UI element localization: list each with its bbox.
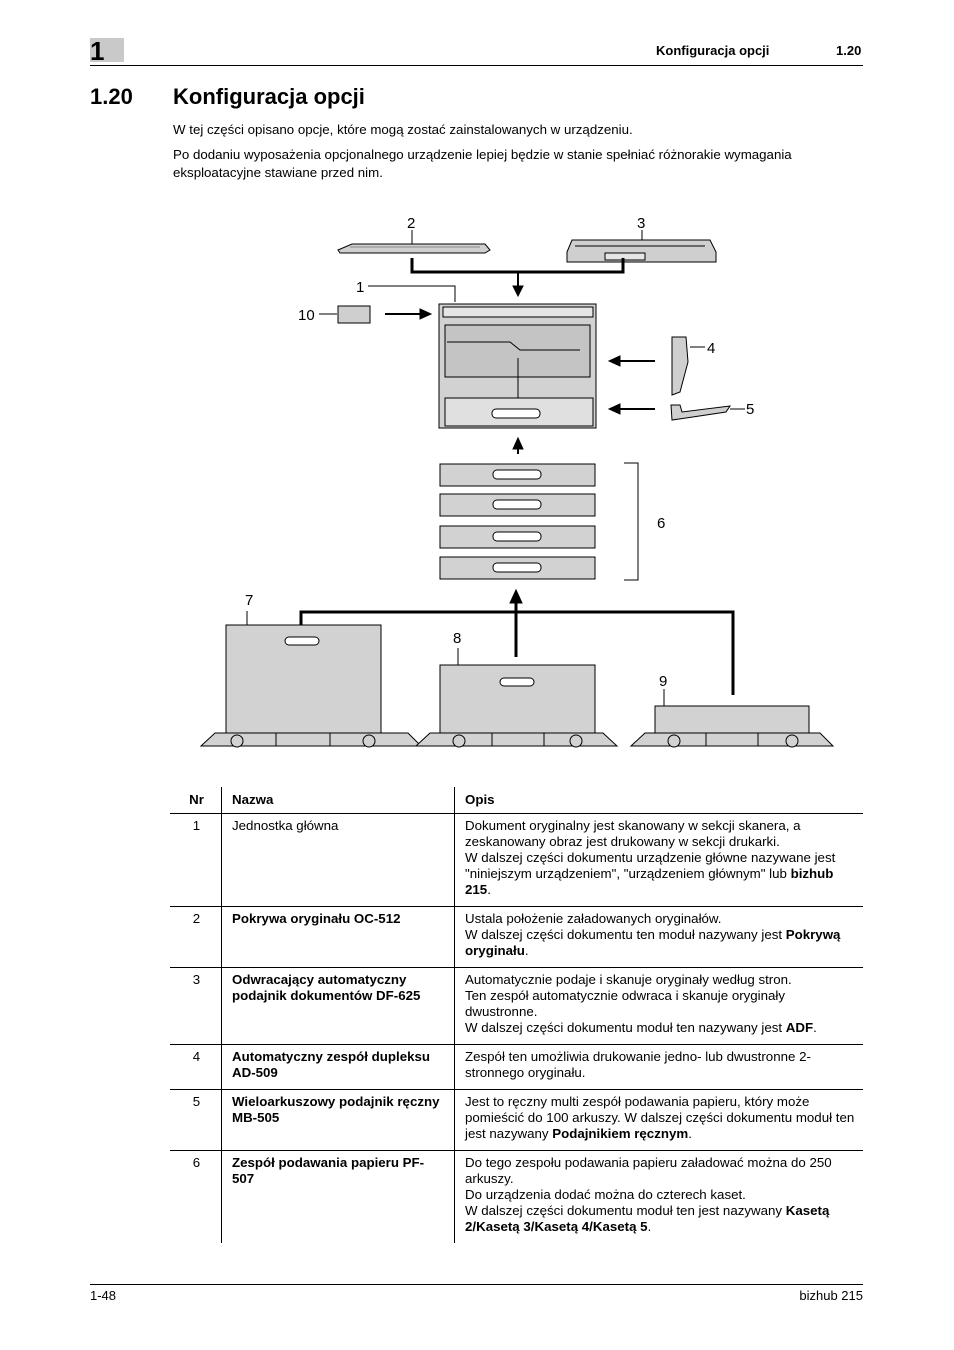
row-number: 2 [170,906,222,968]
description-suffix: . [688,1126,692,1141]
row-name: Zespół podawania papieru PF-507 [221,1150,455,1243]
description-emphasis: ADF [785,1020,814,1035]
description-line: Do urządzenia dodać można do czterech ka… [465,1187,855,1203]
callout-7: 7 [245,592,253,609]
table-header-row: Nr Nazwa Opis [170,787,863,814]
row-name: Pokrywa oryginału OC-512 [221,906,455,968]
description-suffix: . [647,1219,652,1234]
description-line: W dalszej części dokumentu moduł ten jes… [465,1203,855,1235]
description-text: Automatycznie podaje i skanuje oryginały… [465,972,792,987]
callout-5: 5 [746,401,754,418]
adf-illustration [566,239,717,263]
callout-9: 9 [659,673,667,690]
description-text: W dalszej części dokumentu moduł ten jes… [465,1203,786,1218]
large-cabinet-illustration [199,624,423,748]
intro-paragraph-2: Po dodaniu wyposażenia opcjonalnego urzą… [173,147,792,180]
column-header-nr: Nr [170,787,222,814]
row-number: 5 [170,1089,222,1151]
description-line: Do tego zespołu podawania papieru załado… [465,1155,855,1187]
description-line: Ten zespół automatycznie odwraca i skanu… [465,988,855,1020]
column-header-name: Nazwa [221,787,455,814]
header-title: Konfiguracja opcji [656,43,770,58]
row-description: Zespół ten umożliwia drukowanie jedno- l… [454,1044,863,1090]
row-description: Do tego zespołu podawania papieru załado… [454,1150,863,1243]
description-text: W dalszej części dokumentu urządzenie gł… [465,850,836,881]
row-description: Dokument oryginalny jest skanowany w sek… [454,813,863,907]
low-stand-illustration [629,705,835,748]
chapter-number: 1 [90,36,105,66]
description-line: Dokument oryginalny jest skanowany w sek… [465,818,855,850]
row-number: 1 [170,813,222,907]
row-description: Jest to ręczny multi zespół podawania pa… [454,1089,863,1151]
callout-8: 8 [453,630,461,647]
duplex-unit-illustration [671,336,689,396]
row-description: Automatycznie podaje i skanuje oryginały… [454,967,863,1045]
description-emphasis: bizhub 215 [465,866,834,897]
description-line: Automatycznie podaje i skanuje oryginały… [465,972,855,988]
row-name: Wieloarkuszowy podajnik ręczny MB-505 [221,1089,455,1151]
description-suffix: . [813,1020,817,1035]
column-header-description: Opis [454,787,863,814]
description-text: Jest to ręczny multi zespół podawania pa… [465,1094,855,1141]
description-text: Do urządzenia dodać można do czterech ka… [465,1187,746,1202]
page-number: 1-48 [90,1288,117,1303]
description-text: Zespół ten umożliwia drukowanie jedno- l… [465,1049,811,1080]
callout-10: 10 [298,307,315,324]
intro-paragraph-1: W tej części opisano opcje, które mogą z… [173,122,633,137]
description-text: Dokument oryginalny jest skanowany w sek… [465,818,801,849]
paper-feed-unit-illustrations [439,463,596,580]
header-section-number: 1.20 [836,43,862,58]
product-name: bizhub 215 [799,1288,863,1303]
description-text: W dalszej części dokumentu ten moduł naz… [465,927,786,942]
description-text: Ten zespół automatycznie odwraca i skanu… [465,988,786,1019]
description-line: Ustala położenie załadowanych oryginałów… [465,911,855,927]
section-number: 1.20 [90,84,133,109]
description-line: Jest to ręczny multi zespół podawania pa… [465,1094,855,1142]
description-line: W dalszej części dokumentu urządzenie gł… [465,850,855,898]
description-text: W dalszej części dokumentu moduł ten naz… [465,1020,786,1035]
header-rule [90,65,863,66]
main-unit-illustration [438,303,597,429]
row-name: Odwracający automatyczny podajnik dokume… [221,967,455,1045]
chapter-number-tab: 1 [90,36,124,66]
description-line: Zespół ten umożliwia drukowanie jedno- l… [465,1049,855,1081]
option-10-illustration [337,305,371,324]
bypass-tray-illustration [670,404,732,421]
callout-2: 2 [407,215,415,232]
description-line: W dalszej części dokumentu moduł ten naz… [465,1020,855,1036]
row-name: Jednostka główna [221,813,455,907]
callout-4: 4 [707,340,715,357]
description-suffix: . [487,882,491,897]
row-number: 6 [192,1155,201,1170]
description-emphasis: Podajnikiem ręcznym [552,1126,689,1141]
original-cover-illustration [337,243,491,254]
callout-3: 3 [637,215,645,232]
callout-6: 6 [657,515,665,532]
description-line: W dalszej części dokumentu ten moduł naz… [465,927,855,959]
row-number: 3 [170,967,222,1045]
footer-rule [90,1284,863,1285]
row-description: Ustala położenie załadowanych oryginałów… [454,906,863,968]
table-row: 6 Zespół podawania papieru PF-507 Do tego … [170,1150,863,1243]
description-suffix: . [524,943,529,958]
callout-1: 1 [356,279,364,296]
description-text: Do tego zespołu podawania papieru załado… [465,1155,832,1186]
section-title: Konfiguracja opcji [173,84,365,109]
row-number: 4 [170,1044,222,1090]
description-emphasis: Pokrywą oryginału [465,927,841,958]
description-emphasis: Kasetą 2/Kasetą 3/Kasetą 4/Kasetą 5 [465,1203,830,1234]
row-name: Automatyczny zespół dupleksu AD-509 [221,1044,455,1090]
desk-with-drawer-illustration [414,664,619,748]
description-text: Ustala położenie załadowanych oryginałów… [465,911,722,926]
